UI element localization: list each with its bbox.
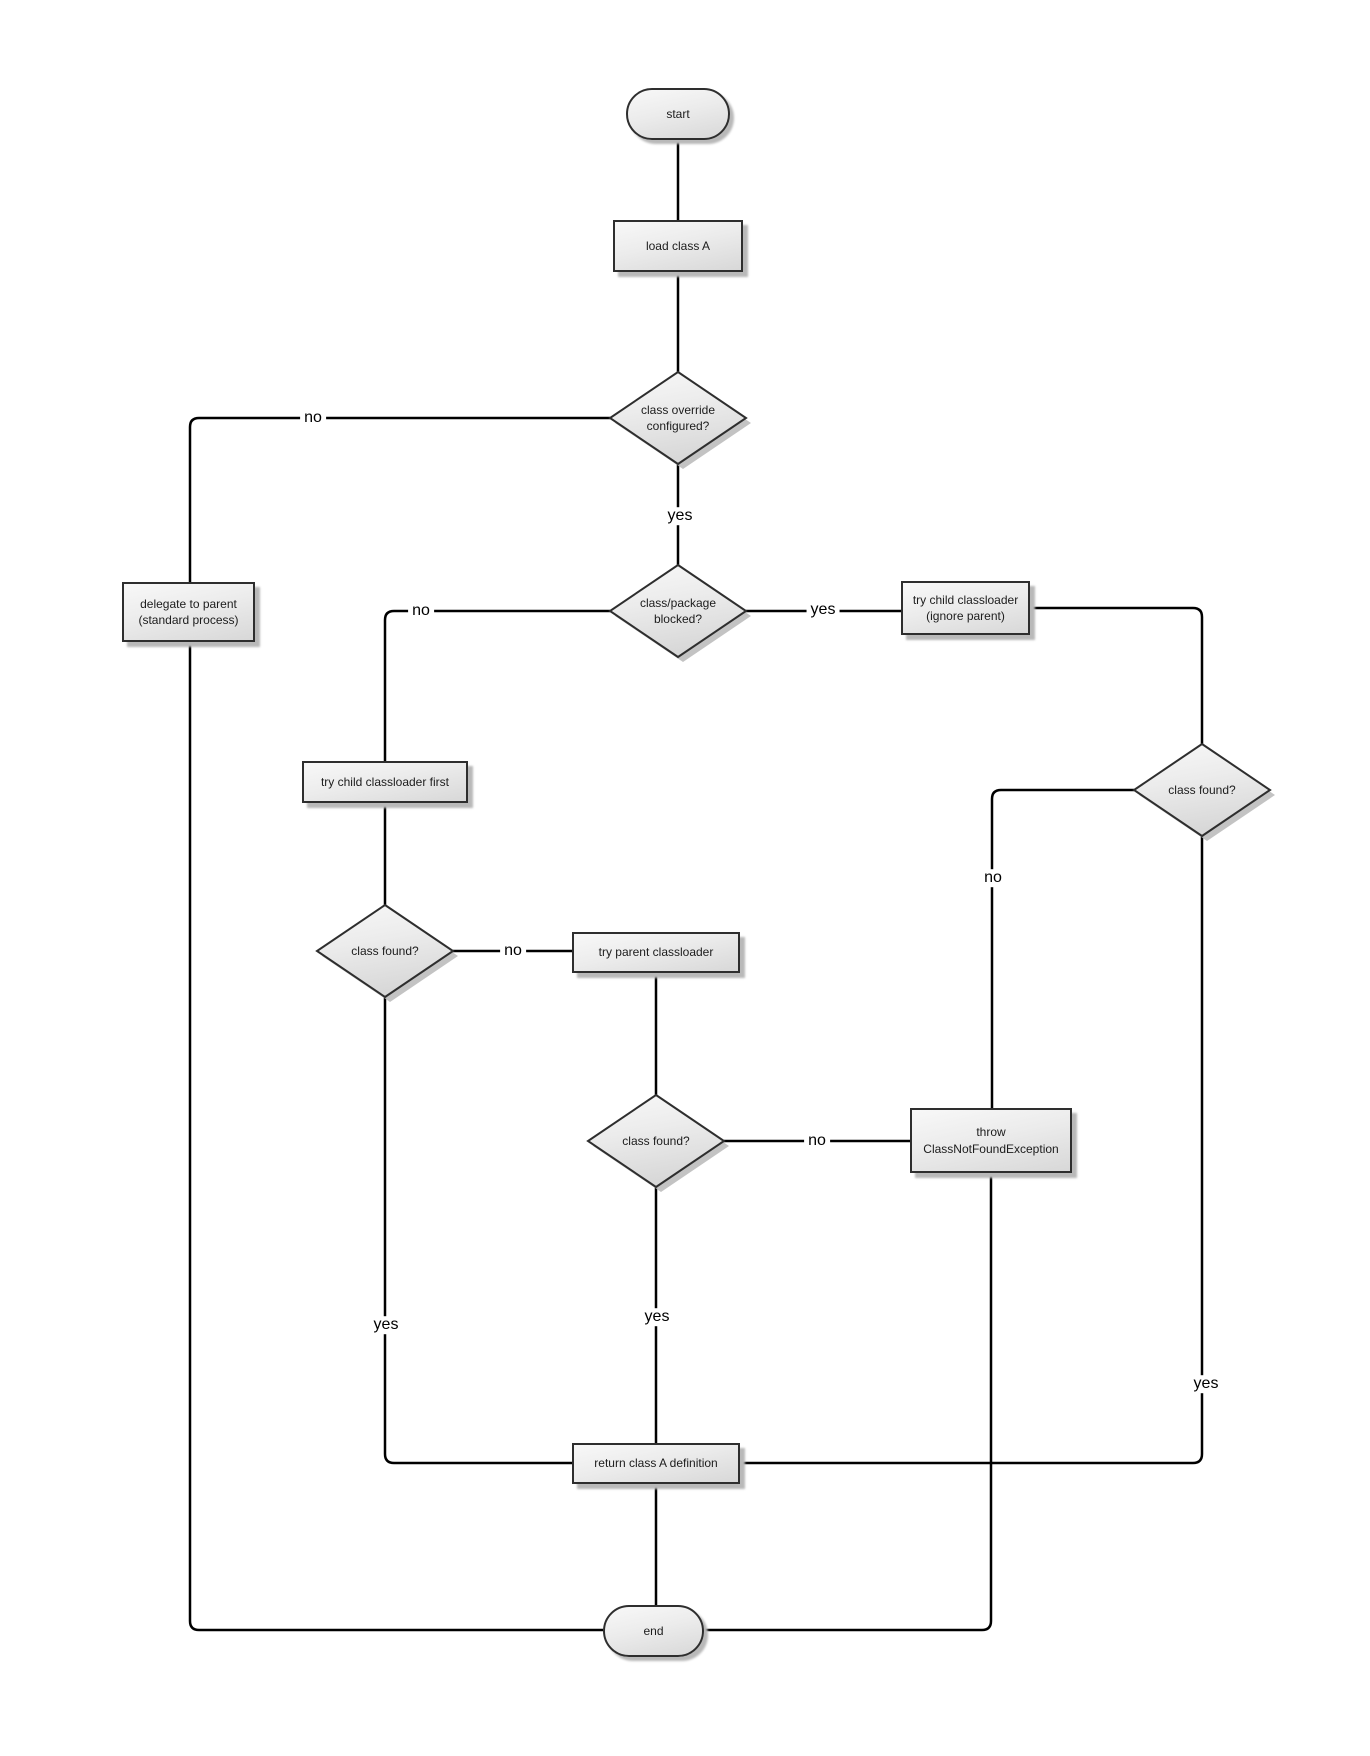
decision-class-found-child: class found? — [313, 904, 461, 1006]
decision-class-found-child-label: class found? — [351, 943, 419, 958]
process-throw-cnfe-label: throw ClassNotFoundException — [923, 1125, 1059, 1156]
edge-ignorefound-no-line — [990, 788, 1134, 1108]
diamond-shape — [608, 564, 751, 662]
decision-class-found-ignore-parent-label: class found? — [1168, 782, 1236, 797]
process-throw-classnotfoundexception: throw ClassNotFoundException — [910, 1108, 1072, 1173]
edge-label-override-yes: yes — [663, 507, 697, 525]
edge-label-child-found-no: no — [500, 942, 526, 960]
diamond-shape — [315, 904, 458, 1002]
diamond-shape — [1132, 743, 1275, 841]
decision-class-override-configured: class override configured? — [606, 371, 754, 473]
process-try-parent-classloader: try parent classloader — [572, 932, 740, 973]
decision-class-package-blocked: class/package blocked? — [606, 564, 754, 666]
process-return-class-a-definition: return class A definition — [572, 1443, 740, 1484]
process-delegate-to-parent-label: delegate to parent (standard process) — [138, 596, 239, 627]
edge-ignorefound-yes-line — [740, 836, 1204, 1465]
edge-throw-to-end — [704, 1173, 993, 1632]
process-try-child-ignore-parent-label: try child classloader (ignore parent) — [912, 592, 1019, 623]
edge-label-blocked-yes: yes — [806, 601, 840, 619]
node-end-label: end — [643, 1623, 664, 1638]
edge-label-blocked-no: no — [408, 602, 434, 620]
edge-label-parent-found-yes: yes — [640, 1308, 674, 1326]
edge-label-ignore-parent-found-no: no — [980, 869, 1006, 887]
edge-override-no-line — [188, 416, 610, 582]
process-load-class-a: load class A — [613, 220, 743, 272]
process-delegate-to-parent: delegate to parent (standard process) — [122, 582, 255, 642]
decision-class-package-blocked-label: class/package blocked? — [639, 595, 717, 626]
decision-class-override-label: class override configured? — [640, 402, 716, 433]
node-start: start — [626, 88, 730, 140]
process-try-child-classloader-first: try child classloader first — [302, 761, 468, 803]
process-return-class-a-label: return class A definition — [594, 1456, 718, 1471]
edge-ignorebox-to-found — [1030, 606, 1204, 744]
edge-label-override-no: no — [300, 409, 326, 427]
process-load-class-a-label: load class A — [645, 238, 711, 253]
edge-label-parent-found-no: no — [804, 1132, 830, 1150]
diamond-shape — [586, 1094, 729, 1192]
node-start-label: start — [666, 106, 690, 121]
node-end: end — [603, 1605, 704, 1657]
decision-class-found-parent: class found? — [584, 1094, 732, 1196]
diamond-shape — [608, 371, 751, 469]
edge-childfound-yes-line — [383, 997, 572, 1465]
decision-class-found-ignore-parent: class found? — [1130, 743, 1278, 845]
process-try-child-classloader-ignore-parent: try child classloader (ignore parent) — [901, 581, 1030, 635]
edge-delegate-to-end — [188, 642, 603, 1632]
process-try-parent-classloader-label: try parent classloader — [598, 945, 714, 960]
edge-blocked-no-line — [383, 609, 610, 761]
edge-label-child-found-yes: yes — [369, 1316, 403, 1334]
decision-class-found-parent-label: class found? — [622, 1133, 690, 1148]
edge-label-ignore-parent-found-yes: yes — [1189, 1375, 1223, 1393]
process-try-child-first-label: try child classloader first — [320, 774, 450, 789]
